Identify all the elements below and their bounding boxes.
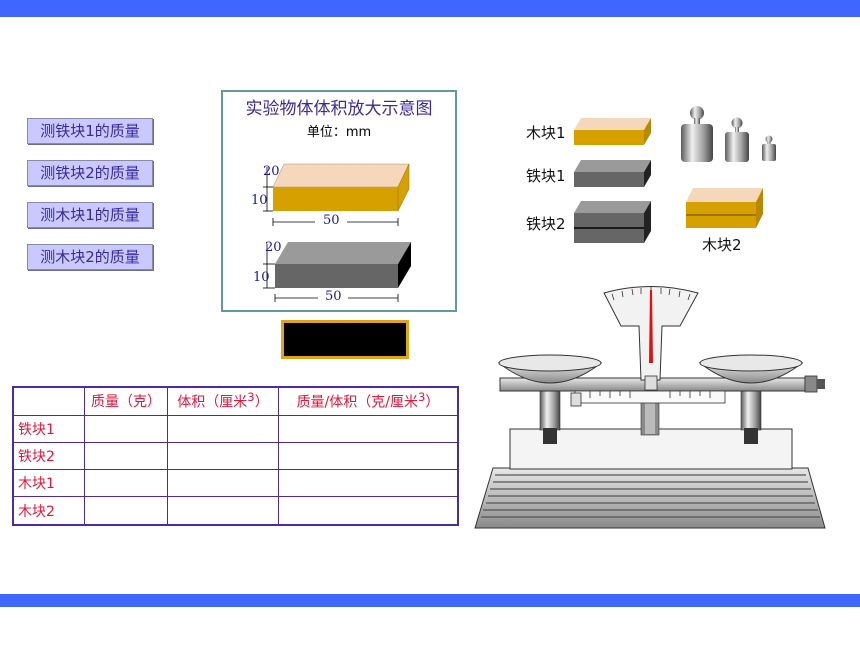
cell-mass <box>84 441 168 471</box>
cell-mass <box>84 496 168 526</box>
cell-ratio <box>278 469 459 498</box>
table-row: 木块1 <box>12 469 459 498</box>
row-label-iron2: 铁块2 <box>12 441 85 471</box>
measure-iron2-button[interactable]: 测铁块2的质量 <box>27 160 153 186</box>
cell-volume <box>167 496 279 526</box>
wood-block-1[interactable] <box>574 118 651 145</box>
measure-iron1-button[interactable]: 测铁块1的质量 <box>27 118 153 144</box>
balance-scale-icon <box>474 286 826 529</box>
diagram-wood-block <box>272 163 410 212</box>
measure-wood2-button[interactable]: 测木块2的质量 <box>27 244 153 270</box>
measure-wood1-button[interactable]: 测木块1的质量 <box>27 202 153 228</box>
row-label-iron1: 铁块1 <box>12 414 85 443</box>
header-ratio: 质量/体积（克/厘米3） <box>278 386 459 416</box>
cell-ratio <box>278 496 459 526</box>
table-row: 铁块1 <box>12 414 459 443</box>
header-mass: 质量（克） <box>84 386 168 416</box>
wood-block-2[interactable] <box>686 188 763 228</box>
cell-ratio <box>278 414 459 443</box>
block2-width-label: 50 <box>325 289 342 304</box>
iron2-label: 铁块2 <box>526 215 566 233</box>
block2-depth-label: 20 <box>265 240 282 255</box>
diagram-dimension-lines <box>263 167 399 302</box>
diagram-blocks-svg <box>263 163 411 302</box>
iron1-label: 铁块1 <box>526 167 566 185</box>
header-volume: 体积（厘米3） <box>167 386 279 416</box>
cell-mass <box>84 414 168 443</box>
results-table: 质量（克） 体积（厘米3） 质量/体积（克/厘米3） 铁块1 铁块2 木块1 木… <box>12 386 459 526</box>
block1-height-label: 10 <box>251 193 268 208</box>
top-accent-bar <box>0 0 860 17</box>
wood2-label: 木块2 <box>702 236 742 254</box>
weight-medium-icon[interactable] <box>725 117 749 163</box>
diagram-title: 实验物体体积放大示意图 <box>245 99 433 119</box>
block1-width-label: 50 <box>323 213 340 228</box>
bottom-accent-bar <box>0 594 860 607</box>
iron-block-2[interactable] <box>574 201 651 243</box>
row-label-wood1: 木块1 <box>12 469 85 498</box>
cell-volume <box>167 414 279 443</box>
wood1-label: 木块1 <box>526 124 566 142</box>
table-header-row: 质量（克） 体积（厘米3） 质量/体积（克/厘米3） <box>12 386 459 416</box>
block1-depth-label: 20 <box>263 164 280 179</box>
block2-height-label: 10 <box>253 270 270 285</box>
table-row: 铁块2 <box>12 441 459 471</box>
diagram-unit: 单位：mm <box>306 125 372 140</box>
cell-mass <box>84 469 168 498</box>
weight-large-icon[interactable] <box>681 106 713 162</box>
header-empty <box>12 386 85 416</box>
cell-ratio <box>278 441 459 471</box>
diagram-iron-block <box>275 242 411 288</box>
cell-volume <box>167 469 279 498</box>
cell-volume <box>167 441 279 471</box>
volume-diagram-panel: 实验物体体积放大示意图 单位：mm 20 10 50 20 10 50 <box>221 90 457 312</box>
row-label-wood2: 木块2 <box>12 496 85 526</box>
mass-readout-display <box>281 320 409 359</box>
weight-small-icon[interactable] <box>762 135 776 162</box>
table-row: 木块2 <box>12 496 459 526</box>
iron-block-1[interactable] <box>574 160 651 187</box>
